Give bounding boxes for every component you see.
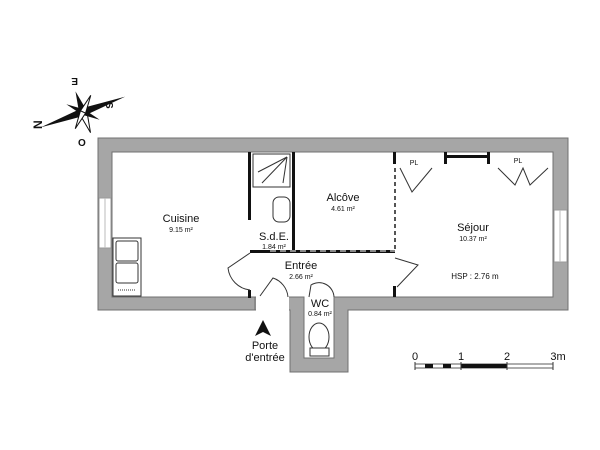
scale-tick-3: 3m — [550, 351, 565, 363]
entrance-label-line2: d'entrée — [245, 352, 284, 364]
sink — [272, 196, 291, 223]
compass-rose-icon — [40, 91, 126, 133]
room-name-wc: WC — [311, 298, 329, 310]
room-area-sejour: 10.37 m² — [459, 236, 487, 243]
entrance-arrow-icon — [255, 320, 271, 336]
doors — [227, 166, 549, 298]
compass-north: N — [31, 120, 45, 129]
toilet — [308, 322, 330, 357]
compass-west: O — [78, 138, 86, 149]
entrance-label-line1: Porte — [252, 340, 278, 352]
scale-tick-0: 0 — [412, 351, 418, 363]
kitchen-counter — [112, 237, 142, 297]
room-area-wc: 0.84 m² — [308, 311, 332, 318]
room-area-sde: 1.84 m² — [262, 244, 286, 251]
closet-label-2: PL — [514, 158, 523, 165]
room-area-alcove: 4.61 m² — [331, 206, 355, 213]
compass-south: S — [103, 102, 114, 109]
scale-tick-1: 1 — [458, 351, 464, 363]
room-area-entree: 2.66 m² — [289, 274, 313, 281]
shower — [252, 153, 291, 188]
scale-bar — [414, 362, 554, 370]
closet-label-1: PL — [410, 160, 419, 167]
scale-tick-2: 2 — [504, 351, 510, 363]
room-name-entree: Entrée — [285, 260, 317, 272]
room-name-sde: S.d.E. — [259, 231, 289, 243]
room-area-cuisine: 9.15 m² — [169, 227, 193, 234]
ceiling-height: HSP : 2.76 m — [451, 272, 499, 281]
compass-east: E — [71, 75, 78, 86]
room-name-sejour: Séjour — [457, 222, 489, 234]
room-name-alcove: Alcôve — [326, 192, 359, 204]
exterior-walls — [97, 137, 569, 373]
room-name-cuisine: Cuisine — [163, 213, 200, 225]
